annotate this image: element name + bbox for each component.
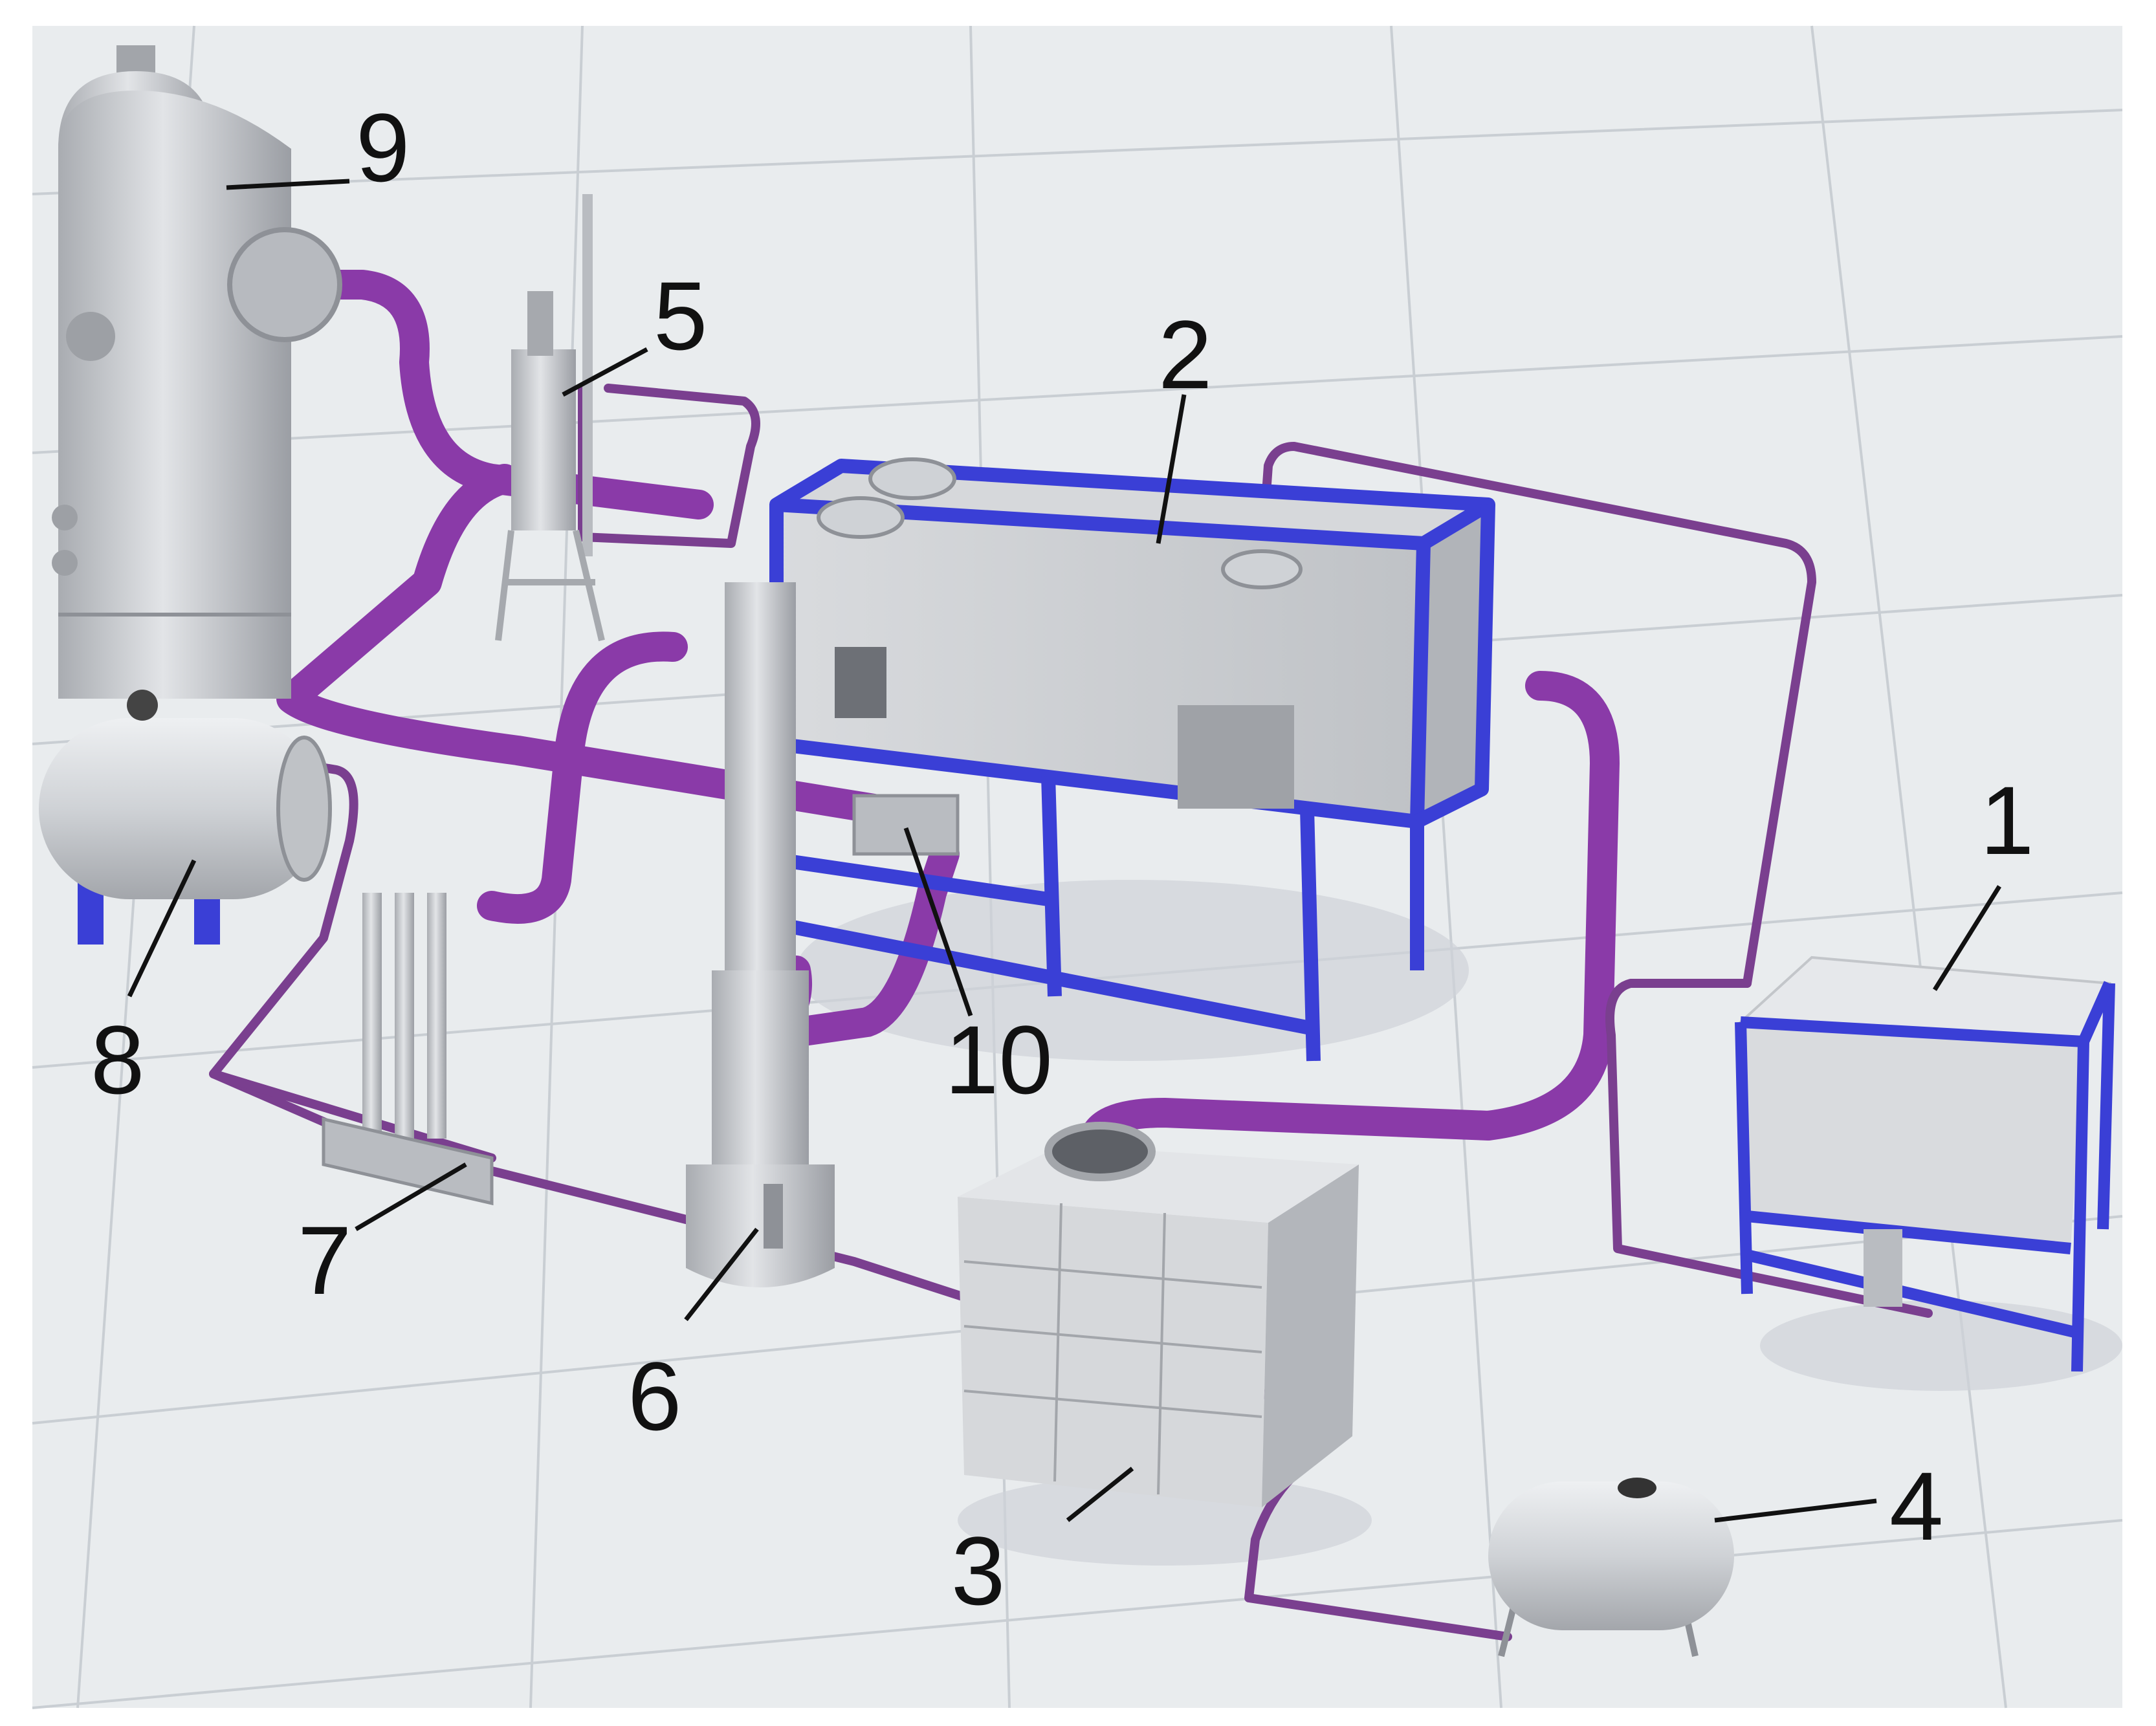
- column-6: [686, 582, 835, 1287]
- label-7: 7: [298, 1206, 351, 1315]
- pipe-reactor-to-furnace: [1078, 671, 1620, 1166]
- leader-lines: [127, 179, 2001, 1523]
- shadows: [796, 880, 2122, 1566]
- thin-pipes: [138, 384, 1933, 1641]
- label-6: 6: [628, 1342, 681, 1450]
- furnace-3: [958, 1122, 1359, 1507]
- tank-8: [39, 690, 332, 945]
- main-pipes: [257, 270, 1620, 1166]
- column-9: [52, 45, 342, 699]
- filter-bank-7: [322, 893, 494, 1206]
- unit-10: [852, 794, 960, 856]
- label-3: 3: [951, 1516, 1005, 1625]
- hopper-1: [1735, 956, 2115, 1372]
- reactor-2: [769, 457, 1495, 1062]
- pipe-column-loop: [276, 464, 888, 824]
- pipe-left-riser: [477, 631, 688, 924]
- label-2: 2: [1158, 300, 1212, 409]
- label-5: 5: [654, 261, 707, 370]
- unit-5: [495, 194, 605, 642]
- label-1: 1: [1980, 766, 2034, 875]
- label-8: 8: [91, 1005, 144, 1114]
- tank-4: [1488, 1478, 1734, 1657]
- label-10: 10: [945, 1005, 1053, 1114]
- pipe-column-to-reactor: [257, 270, 714, 519]
- label-4: 4: [1889, 1452, 1943, 1560]
- label-9: 9: [356, 93, 410, 202]
